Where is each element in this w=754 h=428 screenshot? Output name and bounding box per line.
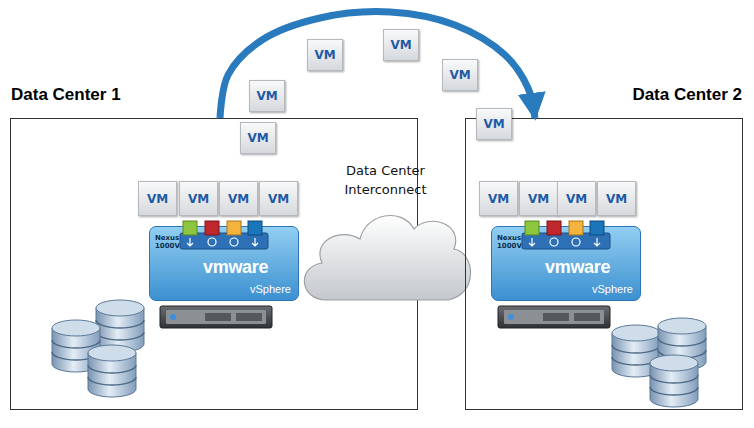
- server-slot: [574, 313, 600, 321]
- vm-label: VM: [566, 192, 587, 206]
- vm-label: VM: [390, 38, 411, 52]
- vm-label: VM: [449, 68, 470, 82]
- server-slot: [543, 313, 569, 321]
- vm-label: VM: [147, 192, 168, 206]
- vm-label: VM: [268, 192, 289, 206]
- hypervisor-box: Nexus 1000V vmware vSphere: [149, 226, 299, 301]
- vm-label: VM: [488, 192, 509, 206]
- hypervisor-text: Nexus 1000V: [155, 234, 187, 250]
- interconnect-label: Data Center Interconnect: [330, 161, 442, 199]
- interconnect-cloud: Data Center Interconnect: [298, 155, 473, 305]
- server-slot: [205, 313, 231, 321]
- vm-box: VM: [557, 181, 596, 216]
- database-symbol: [96, 300, 144, 352]
- vm-box: VM: [219, 181, 258, 216]
- hypervisor-text: Nexus 1000V: [497, 234, 529, 250]
- server-symbol: [160, 306, 272, 328]
- hypervisor-text: vSphere: [592, 283, 633, 295]
- migrating-vm: VM: [249, 80, 285, 112]
- server-led: [170, 314, 176, 320]
- hypervisor-text: vmware: [545, 257, 610, 278]
- server-body: [498, 306, 610, 328]
- cloud-outline: [304, 216, 470, 300]
- server-led: [508, 314, 514, 320]
- vm-label: VM: [247, 131, 268, 145]
- vm-box: VM: [138, 181, 177, 216]
- migrating-vm: VM: [383, 29, 419, 61]
- migrating-vm: VM: [442, 59, 478, 91]
- server-panel: [166, 310, 266, 324]
- vm-box: VM: [519, 181, 558, 216]
- server-symbol: [498, 306, 610, 328]
- vm-label: VM: [188, 192, 209, 206]
- database-symbol: [650, 355, 698, 407]
- vm-box: VM: [479, 181, 518, 216]
- data-center-heading: Data Center 1: [11, 85, 121, 105]
- hypervisor-text: vmware: [203, 257, 268, 278]
- database-symbol: [52, 320, 100, 372]
- hypervisor-text: vSphere: [250, 283, 291, 295]
- server-slot: [236, 313, 262, 321]
- migration-arrow: [220, 12, 535, 118]
- vm-label: VM: [528, 192, 549, 206]
- vm-label: VM: [228, 192, 249, 206]
- vm-label: VM: [483, 117, 504, 131]
- data-center-heading: Data Center 2: [632, 85, 742, 105]
- vm-box: VM: [259, 181, 298, 216]
- vm-label: VM: [606, 192, 627, 206]
- hypervisor-box: Nexus 1000V vmware vSphere: [491, 226, 641, 301]
- data-center-box: VMVMVMVMNexus 1000VvmwarevSphereData Cen…: [465, 118, 743, 410]
- vm-label: VM: [314, 48, 335, 62]
- migrating-vm: VM: [307, 39, 343, 71]
- migrating-vm: VM: [476, 108, 512, 140]
- vm-box: VM: [597, 181, 636, 216]
- database-symbol: [612, 325, 660, 377]
- migrating-vm: VM: [240, 122, 276, 154]
- database-symbol: [658, 318, 706, 370]
- database-symbol: [88, 345, 136, 397]
- server-body: [160, 306, 272, 328]
- vm-box: VM: [179, 181, 218, 216]
- vm-label: VM: [256, 89, 277, 103]
- server-panel: [504, 310, 604, 324]
